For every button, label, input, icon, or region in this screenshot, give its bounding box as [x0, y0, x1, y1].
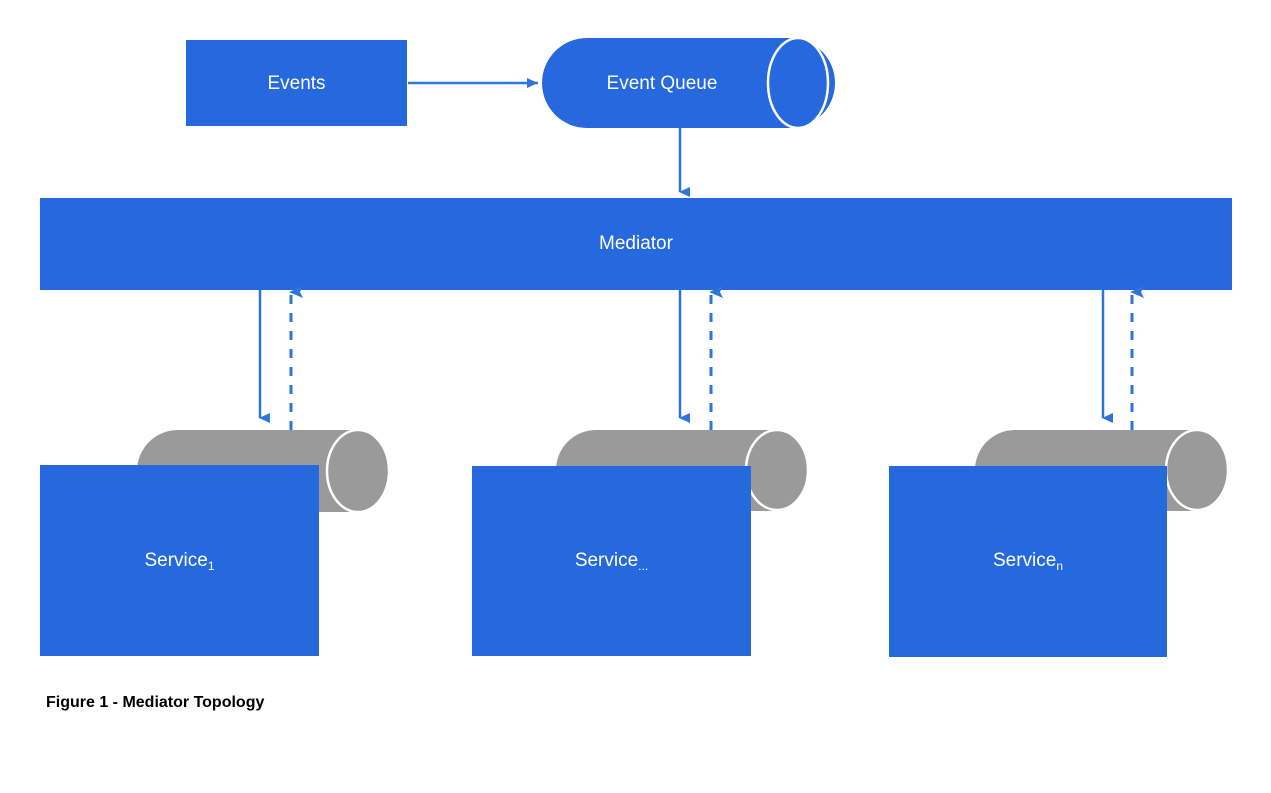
node-service-1-shape[interactable] — [40, 428, 391, 656]
node-event-queue-shape[interactable] — [542, 36, 835, 130]
figure-caption: Figure 1 - Mediator Topology — [46, 694, 265, 711]
node-mediator-box[interactable] — [40, 198, 1232, 290]
node-service-mid-shape[interactable] — [472, 428, 810, 656]
node-events-box[interactable] — [186, 40, 407, 126]
node-service-n-shape[interactable] — [889, 428, 1230, 657]
